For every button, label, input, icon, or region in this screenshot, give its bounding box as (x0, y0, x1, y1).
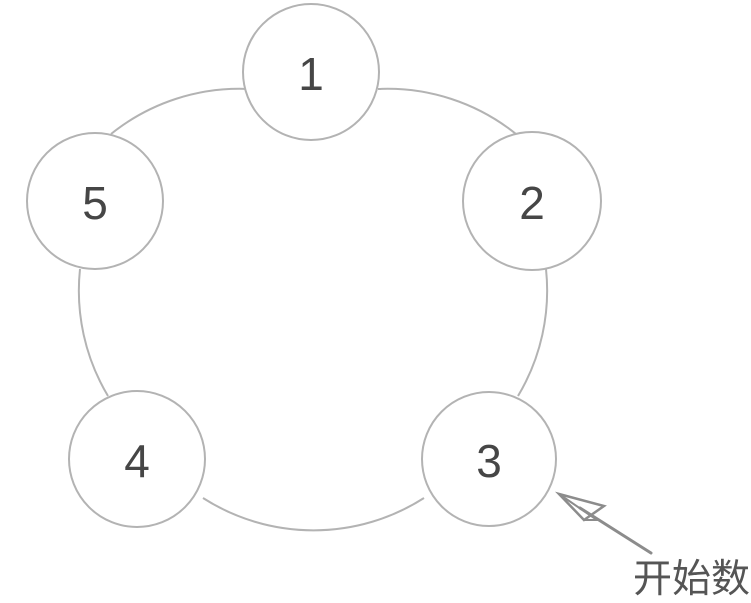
node-5-circle[interactable] (26, 132, 164, 270)
node-4-circle[interactable] (68, 390, 206, 528)
pointer-arrow-head-inner-icon (558, 493, 601, 521)
node-1[interactable]: 1 (242, 3, 380, 141)
node-3-label: 3 (476, 435, 502, 487)
node-2-circle[interactable] (462, 131, 602, 271)
edge-node5-node1 (110, 87, 250, 135)
edge-node1-node2 (377, 87, 517, 135)
node-4-label: 4 (124, 435, 150, 487)
node-5-label: 5 (82, 177, 108, 229)
node-1-label: 1 (298, 48, 324, 100)
edge-group (77, 87, 549, 532)
pointer-arrow-head-icon (554, 491, 607, 522)
edge-node2-node3 (517, 268, 549, 397)
node-2-label: 2 (519, 177, 545, 229)
start-number-annotation-label: 开始数 (633, 557, 750, 602)
node-3[interactable]: 3 (421, 391, 557, 527)
edge-node3-node4 (202, 497, 425, 532)
node-3-circle[interactable] (421, 391, 557, 527)
node-4[interactable]: 4 (68, 390, 206, 528)
start-node-pointer (554, 491, 653, 555)
edge-node4-node5 (77, 268, 109, 397)
node-1-circle[interactable] (242, 3, 380, 141)
node-5[interactable]: 5 (26, 132, 164, 270)
node-2[interactable]: 2 (462, 131, 602, 271)
